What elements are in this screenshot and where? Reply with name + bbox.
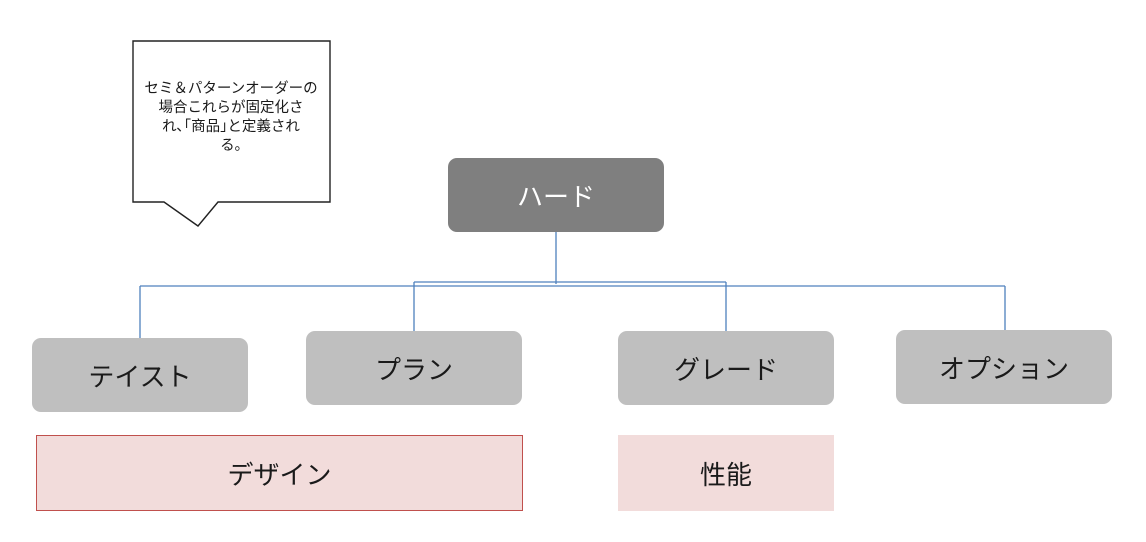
- callout-note: セミ＆パターンオーダーの 場合これらが固定化さ れ､｢商品｣と定義され る｡: [136, 80, 326, 156]
- child-node-label: プラン: [374, 355, 453, 386]
- child-node-label: テイスト: [88, 362, 192, 393]
- callout-line: れ､｢商品｣と定義され: [162, 119, 300, 135]
- group-performance-label: 性能: [699, 460, 752, 491]
- child-node-taste: テイスト: [32, 338, 248, 412]
- callout-line: る｡: [220, 138, 242, 154]
- callout-line: 場合これらが固定化さ: [158, 100, 304, 116]
- child-node-label: オプション: [938, 354, 1069, 385]
- child-node-label: グレード: [673, 355, 778, 386]
- callout-line: セミ＆パターンオーダーの: [144, 81, 318, 97]
- root-node-hard: ハード: [448, 158, 664, 232]
- group-design: デザイン: [36, 435, 523, 511]
- group-performance: 性能: [618, 435, 834, 511]
- group-design-label: デザイン: [227, 460, 332, 491]
- child-node-option: オプション: [896, 330, 1112, 404]
- child-node-plan: プラン: [306, 331, 522, 405]
- speech-callout-shape: [132, 40, 331, 227]
- root-node-label: ハード: [516, 182, 595, 213]
- child-node-grade: グレード: [618, 331, 834, 405]
